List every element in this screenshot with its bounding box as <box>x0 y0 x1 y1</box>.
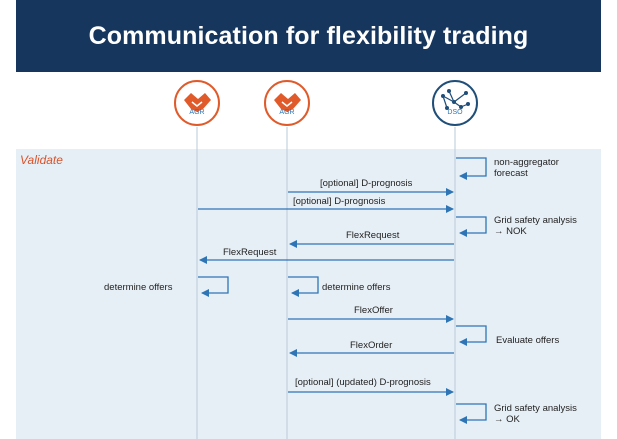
actor-agr-2-label: AGR <box>279 109 295 116</box>
handshake-icon <box>274 93 301 112</box>
diagram-title: Communication for flexibility trading <box>88 21 529 50</box>
label-determine-offers-2: determine offers <box>322 282 391 293</box>
self-arrow-determine-2 <box>288 276 319 297</box>
label-dprognosis-1: [optional] D-prognosis <box>320 178 413 189</box>
label-flexoffer: FlexOffer <box>354 305 393 316</box>
actor-agr-1-label: AGR <box>189 109 205 116</box>
handshake-icon <box>184 93 211 112</box>
label-flexrequest-2: FlexRequest <box>223 247 277 258</box>
label-updated-dprognosis: [optional] (updated) D-prognosis <box>295 377 431 388</box>
actor-agr-1: AGR <box>172 80 222 126</box>
actor-dso-label: DSO <box>447 109 463 116</box>
self-arrow-evaluate <box>456 325 487 346</box>
actor-agr-2: AGR <box>262 80 312 126</box>
actor-dso-circle: DSO <box>432 80 478 126</box>
title-banner: Communication for flexibility trading <box>16 0 601 72</box>
phase-label: Validate <box>20 153 63 167</box>
self-arrow-grid-ok <box>456 403 487 424</box>
label-flexorder: FlexOrder <box>350 340 393 351</box>
label-flexrequest-1: FlexRequest <box>346 230 400 241</box>
self-arrow-grid-nok <box>456 216 487 237</box>
label-evaluate-offers: Evaluate offers <box>496 335 560 346</box>
self-arrow-determine-1 <box>198 276 229 297</box>
self-arrow-forecast <box>456 157 487 180</box>
actor-agr-1-circle: AGR <box>174 80 220 126</box>
actor-agr-2-circle: AGR <box>264 80 310 126</box>
label-non-aggregator-forecast: non-aggregator forecast <box>494 157 559 179</box>
label-determine-offers-1: determine offers <box>104 282 173 293</box>
actor-dso: DSO <box>430 80 480 126</box>
label-grid-safety-nok: Grid safety analysis → NOK <box>494 215 577 237</box>
validate-phase-area <box>16 149 601 439</box>
network-icon <box>441 89 470 110</box>
label-grid-safety-ok: Grid safety analysis → OK <box>494 403 577 425</box>
label-dprognosis-2: [optional] D-prognosis <box>293 196 386 207</box>
